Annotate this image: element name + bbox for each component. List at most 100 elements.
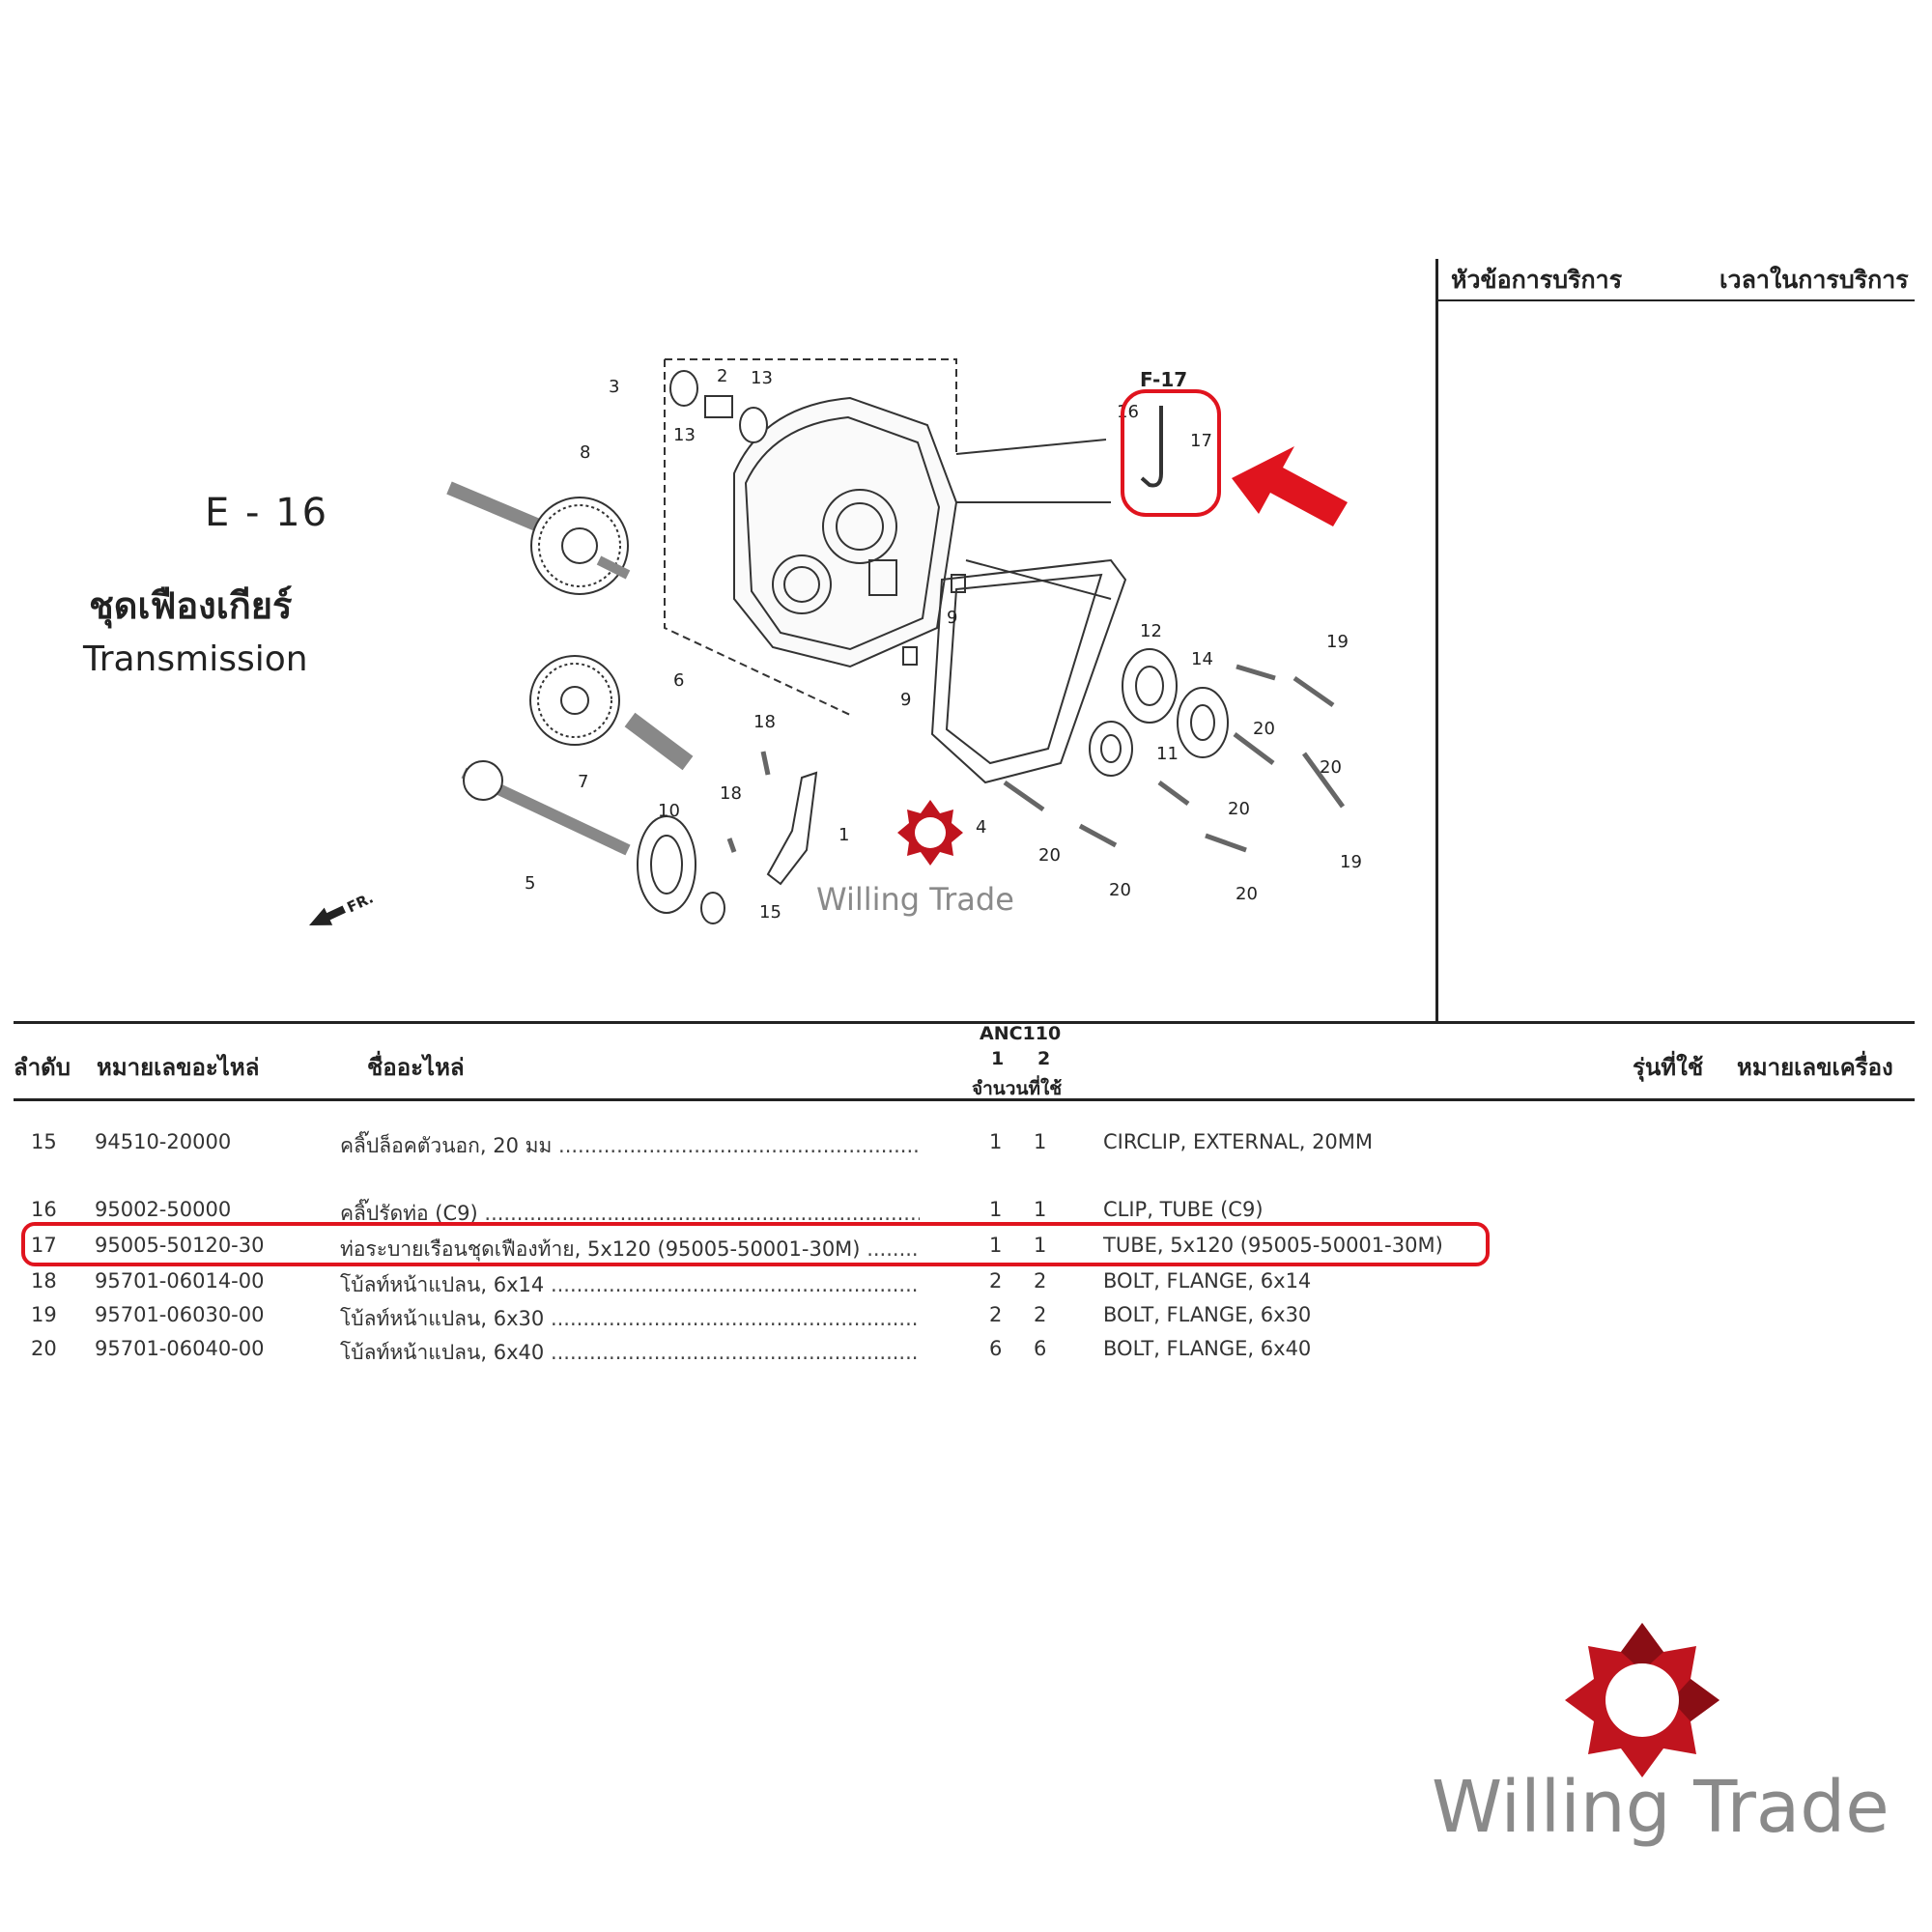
callout-9a: 9: [947, 608, 957, 628]
row-name-th: คลิ๊ปล็อคตัวนอก, 20 มม .................…: [340, 1134, 920, 1157]
callout-10: 10: [658, 801, 680, 821]
callout-17: 17: [1190, 431, 1212, 451]
row-name-en: BOLT, FLANGE, 6x40: [1103, 1337, 1312, 1360]
callout-12: 12: [1140, 621, 1162, 641]
callout-20b: 20: [1320, 757, 1342, 778]
callout-16: 16: [1117, 402, 1139, 422]
row-part-no: 95002-50000: [95, 1198, 232, 1221]
table-row: 16 95002-50000 คลิ๊ปรัดท่อ (C9) ........…: [0, 1198, 1932, 1231]
row-name-en: BOLT, FLANGE, 6x30: [1103, 1303, 1312, 1326]
row-name-th: โบ้ลท์หน้าแปลน, 6x40 ...................…: [340, 1341, 920, 1364]
service-panel-divider: [1435, 259, 1438, 1022]
callout-8: 8: [580, 442, 590, 463]
row-no: 19: [31, 1303, 57, 1326]
row-part-no: 95701-06014-00: [95, 1269, 265, 1293]
row-name-th: โบ้ลท์หน้าแปลน, 6x14 ...................…: [340, 1273, 920, 1296]
row-qty-2: 1: [1034, 1234, 1047, 1257]
header-part-no: หมายเลขอะไหล่: [97, 1054, 260, 1081]
row-qty-1: 2: [989, 1303, 1003, 1326]
callout-11: 11: [1156, 744, 1179, 764]
table-header-rule: [14, 1098, 1915, 1101]
callout-18a: 18: [753, 712, 776, 732]
table-row: 20 95701-06040-00 โบ้ลท์หน้าแปลน, 6x40 .…: [0, 1337, 1932, 1370]
row-part-no: 95701-06040-00: [95, 1337, 265, 1360]
callout-4: 4: [976, 817, 986, 838]
table-top-rule: [14, 1021, 1915, 1024]
row-qty-2: 1: [1034, 1198, 1047, 1221]
watermark-text-small: Willing Trade: [816, 881, 1014, 918]
row-part-no: 95701-06030-00: [95, 1303, 265, 1326]
row-no: 16: [31, 1198, 57, 1221]
section-code: E - 16: [205, 491, 329, 535]
part-17-highlight-ring: [1121, 389, 1221, 517]
callout-15: 15: [759, 902, 781, 923]
row-name-en: CLIP, TUBE (C9): [1103, 1198, 1264, 1221]
service-time-header: เวลาในการบริการ: [1719, 266, 1909, 294]
row-no: 20: [31, 1337, 57, 1360]
callout-20d: 20: [1038, 845, 1061, 866]
row-qty-1: 1: [989, 1130, 1003, 1153]
service-topic-header: หัวข้อการบริการ: [1451, 266, 1623, 294]
table-row: 18 95701-06014-00 โบ้ลท์หน้าแปลน, 6x14 .…: [0, 1269, 1932, 1302]
ref-label-f17: F-17: [1140, 368, 1187, 391]
row-no: 15: [31, 1130, 57, 1153]
watermark-logo-small-icon: [897, 800, 963, 866]
header-engine-no: หมายเลขเครื่อง: [1737, 1054, 1893, 1081]
row-qty-2: 2: [1034, 1269, 1047, 1293]
row-qty-1: 1: [989, 1234, 1003, 1257]
row-name-en: BOLT, FLANGE, 6x14: [1103, 1269, 1312, 1293]
callout-6: 6: [673, 670, 684, 691]
callout-18b: 18: [720, 783, 742, 804]
row-17-highlight-box: [21, 1222, 1490, 1266]
row-name-th: โบ้ลท์หน้าแปลน, 6x30 ...................…: [340, 1307, 920, 1330]
callout-9b: 9: [900, 690, 911, 710]
callout-20c: 20: [1228, 799, 1250, 819]
watermark-text-large: Willing Trade: [1432, 1766, 1889, 1849]
table-row-highlighted: 17 95005-50120-30 ท่อระบายเรือนชุดเฟืองท…: [0, 1234, 1932, 1266]
row-name-en: CIRCLIP, EXTERNAL, 20MM: [1103, 1130, 1374, 1153]
callout-19a: 19: [1326, 632, 1349, 652]
callout-3: 3: [609, 377, 619, 397]
callout-19b: 19: [1340, 852, 1362, 872]
watermark-logo-large-icon: [1565, 1623, 1719, 1777]
service-panel-rule: [1435, 299, 1915, 301]
header-type-1: 1: [991, 1048, 1005, 1069]
header-model: ANC110: [980, 1023, 1062, 1044]
header-used-model: รุ่นที่ใช้: [1633, 1054, 1704, 1081]
header-qty: จำนวนที่ใช้: [972, 1078, 1063, 1099]
table-row: 19 95701-06030-00 โบ้ลท์หน้าแปลน, 6x30 .…: [0, 1303, 1932, 1336]
front-label: FR.: [344, 889, 376, 916]
row-name-th: คลิ๊ปรัดท่อ (C9) .......................…: [340, 1202, 920, 1225]
callout-13b: 13: [673, 425, 696, 445]
row-qty-2: 6: [1034, 1337, 1047, 1360]
row-part-no: 95005-50120-30: [95, 1234, 265, 1257]
callout-14: 14: [1191, 649, 1213, 669]
row-no: 18: [31, 1269, 57, 1293]
header-type-2: 2: [1037, 1048, 1051, 1069]
callout-5: 5: [525, 873, 535, 894]
callout-2: 2: [717, 366, 727, 386]
header-part-name: ชื่ออะไหล่: [367, 1054, 465, 1081]
table-row: 15 94510-20000 คลิ๊ปล็อคตัวนอก, 20 มม ..…: [0, 1130, 1932, 1163]
row-part-no: 94510-20000: [95, 1130, 232, 1153]
section-title-th: ชุดเฟืองเกียร์: [89, 584, 293, 627]
header-no: ลำดับ: [14, 1054, 71, 1081]
row-qty-1: 6: [989, 1337, 1003, 1360]
callout-20e: 20: [1109, 880, 1131, 900]
callout-20a: 20: [1253, 719, 1275, 739]
row-qty-1: 2: [989, 1269, 1003, 1293]
row-qty-2: 2: [1034, 1303, 1047, 1326]
callout-7: 7: [578, 772, 588, 792]
exploded-parts-diagram: 1 2 3 4 5 6 7 8 9 9 10 11 12 13 13 14 15…: [309, 358, 1362, 925]
row-name-th: ท่อระบายเรือนชุดเฟืองท้าย, 5x120 (95005-…: [340, 1237, 920, 1261]
row-name-en: TUBE, 5x120 (95005-50001-30M): [1103, 1234, 1443, 1257]
row-qty-2: 1: [1034, 1130, 1047, 1153]
callout-1: 1: [838, 825, 849, 845]
callout-13a: 13: [751, 368, 773, 388]
row-qty-1: 1: [989, 1198, 1003, 1221]
row-no: 17: [31, 1234, 57, 1257]
section-title-en: Transmission: [83, 639, 308, 679]
front-arrow-icon: FR.: [309, 889, 376, 925]
callout-20f: 20: [1236, 884, 1258, 904]
red-arrow-icon: [1232, 446, 1348, 526]
